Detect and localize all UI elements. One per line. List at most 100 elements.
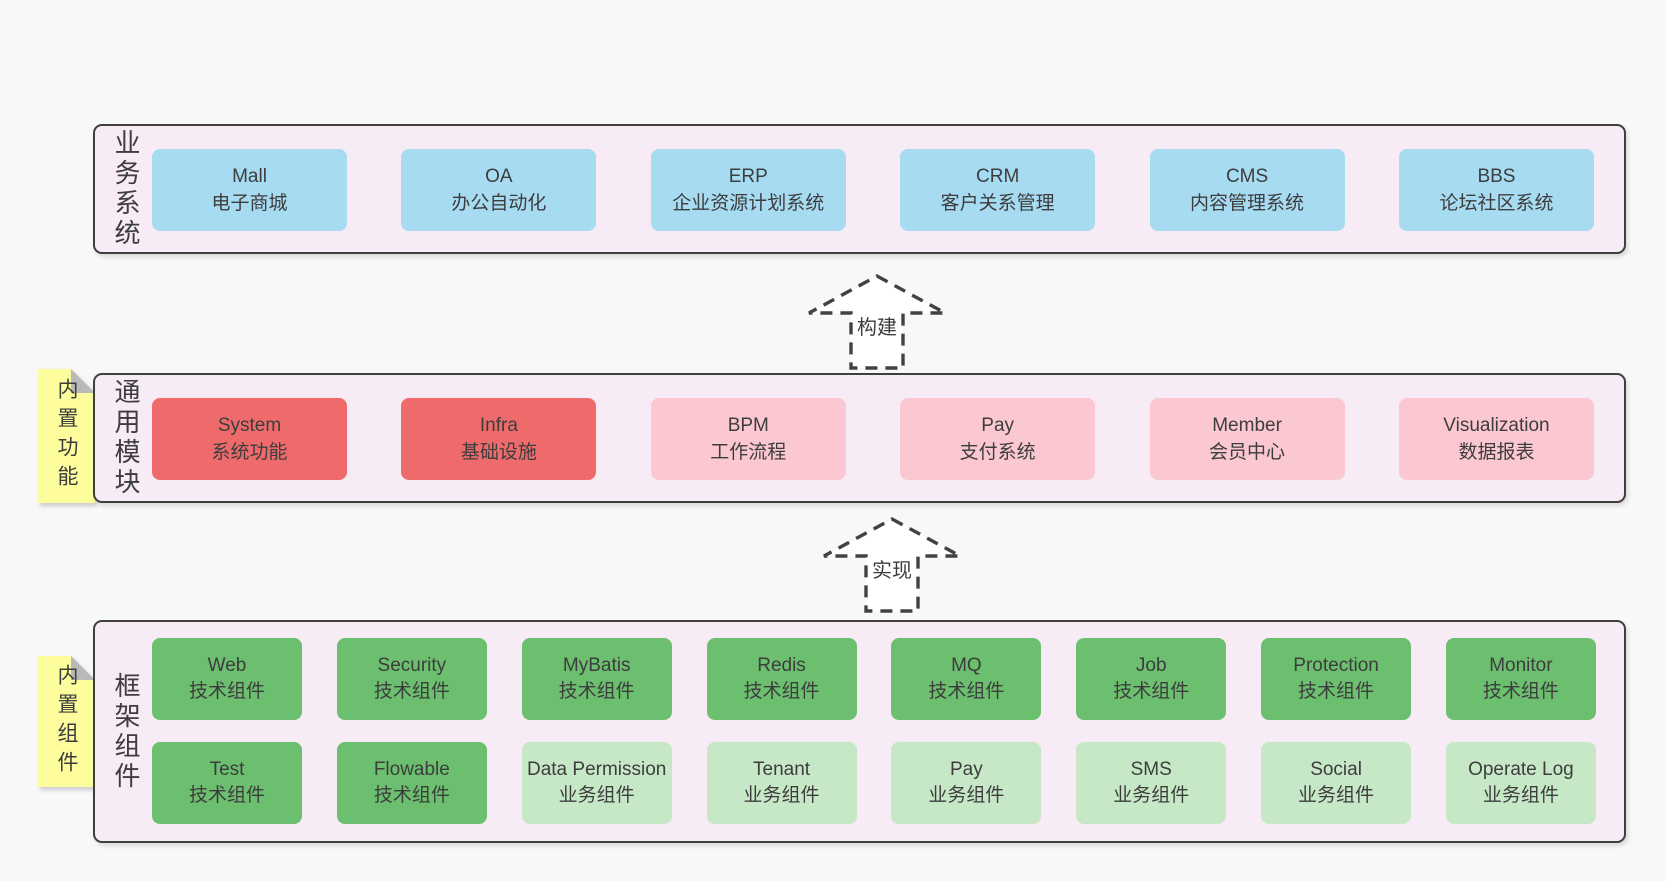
box-flowable: Flowable 技术组件 <box>336 742 487 824</box>
box-title: Operate Log <box>1468 759 1574 780</box>
box-mybatis: MyBatis 技术组件 <box>521 638 672 720</box>
band-row: Test 技术组件 Flowable 技术组件 Data Permission … <box>152 742 1596 825</box>
box-title: Member <box>1212 415 1282 436</box>
box-security: Security 技术组件 <box>336 638 487 720</box>
box-subtitle: 技术组件 <box>373 681 450 702</box>
box-subtitle: 业务组件 <box>1298 785 1375 806</box>
box-title: CRM <box>976 166 1020 187</box>
box-subtitle: 业务组件 <box>1482 785 1559 806</box>
band-label-framework-components: 框架组件 <box>111 671 141 792</box>
box-title: Pay <box>950 759 983 780</box>
box-erp: ERP 企业资源计划系统 <box>650 149 846 231</box>
box-bpm: BPM 工作流程 <box>650 398 846 480</box>
box-title: BBS <box>1477 166 1516 187</box>
box-title: Data Permission <box>526 759 667 780</box>
box-subtitle: 技术组件 <box>1113 681 1190 702</box>
box-subtitle: 业务组件 <box>743 785 820 806</box>
box-title: Pay <box>981 415 1015 436</box>
band-row: System 系统功能 Infra 基础设施 BPM 工作流程 Pay 支付系统… <box>152 398 1594 480</box>
box-title: Test <box>209 759 245 780</box>
box-subtitle: 数据报表 <box>1458 442 1535 463</box>
box-subtitle: 论坛社区系统 <box>1439 193 1554 214</box>
box-subtitle: 技术组件 <box>558 681 635 702</box>
box-tenant: Tenant 业务组件 <box>706 742 857 824</box>
box-title: Protection <box>1293 655 1379 676</box>
box-redis: Redis 技术组件 <box>706 638 857 720</box>
band-business-systems: 业务系统 Mall 电子商城 OA 办公自动化 ERP 企业资源计划系统 CRM… <box>93 124 1626 254</box>
box-subtitle: 业务组件 <box>928 785 1005 806</box>
box-subtitle: 业务组件 <box>1113 785 1190 806</box>
box-title: Visualization <box>1443 415 1550 436</box>
box-title: Tenant <box>753 759 811 780</box>
box-subtitle: 技术组件 <box>1482 681 1559 702</box>
box-title: Security <box>377 655 447 676</box>
arrow-build-label: 构建 <box>854 315 900 341</box>
box-web: Web 技术组件 <box>152 638 302 720</box>
band-row: Web 技术组件 Security 技术组件 MyBatis 技术组件 Redi… <box>152 638 1596 720</box>
box-mall: Mall 电子商城 <box>152 149 347 231</box>
sticky-note-built-in-components: 内置组件 <box>38 656 95 787</box>
box-subtitle: 技术组件 <box>373 785 450 806</box>
box-pay-business: Pay 业务组件 <box>891 742 1042 824</box>
box-title: OA <box>485 166 513 187</box>
box-title: Mall <box>232 166 267 187</box>
box-crm: CRM 客户关系管理 <box>900 149 1096 231</box>
band-framework-components: 框架组件 Web 技术组件 Security 技术组件 MyBatis 技术组件… <box>93 620 1626 843</box>
box-data-permission: Data Permission 业务组件 <box>521 742 672 824</box>
box-subtitle: 基础设施 <box>460 442 537 463</box>
box-title: Job <box>1135 655 1167 676</box>
box-cms: CMS 内容管理系统 <box>1149 149 1345 231</box>
box-test: Test 技术组件 <box>152 742 302 824</box>
box-subtitle: 业务组件 <box>558 785 635 806</box>
box-subtitle: 技术组件 <box>1298 681 1375 702</box>
arrow-implement-label: 实现 <box>869 558 915 584</box>
box-subtitle: 会员中心 <box>1209 442 1286 463</box>
box-title: Social <box>1310 759 1362 780</box>
box-title: MyBatis <box>562 655 631 676</box>
sticky-note-label: 内置组件 <box>55 663 78 780</box>
box-title: Web <box>207 655 247 676</box>
box-subtitle: 企业资源计划系统 <box>672 193 825 214</box>
box-subtitle: 技术组件 <box>743 681 820 702</box>
box-subtitle: 客户关系管理 <box>940 193 1055 214</box>
box-operate-log: Operate Log 业务组件 <box>1445 742 1596 824</box>
box-visualization: Visualization 数据报表 <box>1398 398 1594 480</box>
arrow-implement: 实现 <box>821 517 963 613</box>
box-pay: Pay 支付系统 <box>900 398 1096 480</box>
arrow-build: 构建 <box>806 274 948 370</box>
box-title: SMS <box>1130 759 1172 780</box>
box-member: Member 会员中心 <box>1149 398 1345 480</box>
sticky-note-built-in-features: 内置功能 <box>38 369 95 503</box>
box-title: CMS <box>1225 166 1269 187</box>
box-title: BPM <box>727 415 769 436</box>
box-subtitle: 技术组件 <box>928 681 1005 702</box>
band-row: Mall 电子商城 OA 办公自动化 ERP 企业资源计划系统 CRM 客户关系… <box>152 149 1594 231</box>
box-subtitle: 技术组件 <box>188 785 265 806</box>
box-title: Monitor <box>1489 655 1553 676</box>
box-subtitle: 电子商城 <box>211 193 288 214</box>
box-subtitle: 工作流程 <box>710 442 787 463</box>
band-label-common-modules: 通用模块 <box>111 378 141 498</box>
band-common-modules: 通用模块 System 系统功能 Infra 基础设施 BPM 工作流程 Pay… <box>93 373 1626 503</box>
box-infra: Infra 基础设施 <box>401 398 597 480</box>
box-subtitle: 技术组件 <box>188 681 265 702</box>
box-monitor: Monitor 技术组件 <box>1445 638 1596 720</box>
box-subtitle: 支付系统 <box>959 442 1036 463</box>
box-subtitle: 内容管理系统 <box>1190 193 1305 214</box>
box-oa: OA 办公自动化 <box>401 149 597 231</box>
box-bbs: BBS 论坛社区系统 <box>1398 149 1594 231</box>
box-social: Social 业务组件 <box>1261 742 1412 824</box>
sticky-note-label: 内置功能 <box>55 378 78 494</box>
box-mq: MQ 技术组件 <box>891 638 1042 720</box>
box-title: Flowable <box>373 759 450 780</box>
box-title: Redis <box>757 655 806 676</box>
box-system: System 系统功能 <box>152 398 347 480</box>
band-label-business-systems: 业务系统 <box>111 129 141 249</box>
box-protection: Protection 技术组件 <box>1261 638 1412 720</box>
box-job: Job 技术组件 <box>1076 638 1227 720</box>
box-title: ERP <box>728 166 768 187</box>
box-sms: SMS 业务组件 <box>1076 742 1227 824</box>
box-title: MQ <box>951 655 982 676</box>
box-subtitle: 办公自动化 <box>451 193 547 214</box>
